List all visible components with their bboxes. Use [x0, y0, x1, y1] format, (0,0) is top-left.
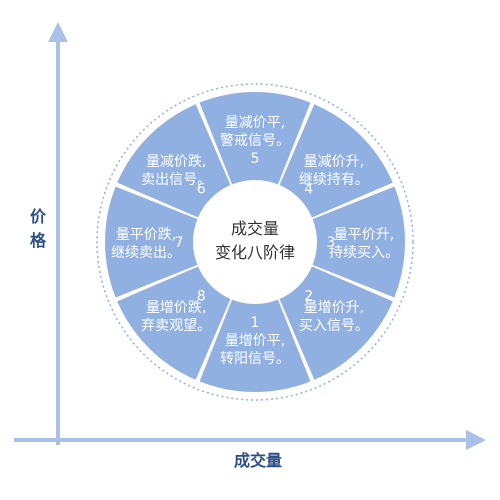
- x-axis-arrowhead: [466, 430, 486, 450]
- segment-line2: 继续持有。: [299, 171, 369, 188]
- segment-wedge: [199, 299, 311, 392]
- y-axis-label-char-2: 格: [30, 231, 47, 250]
- segment-line2: 卖出信号。: [141, 172, 211, 188]
- segment-line1: 量平价升,: [334, 227, 394, 243]
- segment-2: 量增价升, 买入信号。 2: [279, 266, 393, 380]
- segment-line1: 量减价跌,: [146, 154, 206, 170]
- axes: 价 格 成交量: [14, 22, 486, 470]
- segment-line2: 持续买入。: [329, 244, 399, 261]
- segment-number: 3: [327, 235, 336, 251]
- segment-wedge: [199, 92, 311, 185]
- segment-number: 7: [175, 235, 184, 251]
- y-axis-arrowhead: [48, 22, 68, 42]
- segment-wedge: [117, 266, 231, 380]
- segment-number: 5: [251, 151, 260, 167]
- segment-line1: 量减价升,: [304, 154, 364, 170]
- segment-line2: 转阳信号。: [220, 351, 290, 367]
- segment-wedge: [312, 186, 405, 298]
- segment-number: 4: [304, 181, 313, 197]
- y-axis-label-char-1: 价: [30, 207, 47, 226]
- segment-number: 6: [197, 181, 206, 197]
- segment-number: 1: [251, 315, 260, 331]
- segment-4: 量减价升,继续持有。4: [279, 104, 393, 218]
- segment-line2: 买入信号。: [299, 318, 369, 334]
- x-axis-label: 成交量: [234, 451, 282, 470]
- segment-7: 量平价跌,继续卖出。7: [105, 186, 198, 298]
- center-circle: [199, 186, 311, 298]
- segment-line2: 警戒信号。: [220, 133, 290, 149]
- segment-6: 量减价跌, 卖出信号。6: [117, 104, 231, 218]
- segment-wedge: [279, 104, 393, 218]
- segment-line1: 量增价跌,: [146, 300, 206, 316]
- segment-line1: 量减价平,: [225, 115, 285, 131]
- segment-3: 量平价升,持续买入。3: [312, 186, 405, 298]
- segment-number: 2: [304, 289, 313, 305]
- segment-wedge: [105, 186, 198, 298]
- segment-wedge: [279, 266, 393, 380]
- segment-line1: 量平价跌,: [116, 227, 176, 243]
- segment-1: 1 量增价平, 转阳信号。: [199, 299, 311, 392]
- center-title-line1: 成交量: [231, 219, 279, 238]
- segment-5: 量减价平, 警戒信号。 5: [199, 92, 311, 185]
- segment-line1: 量增价升,: [304, 300, 364, 316]
- segment-line2: 弃卖观望。: [141, 318, 211, 334]
- segment-wedge: [117, 104, 231, 218]
- segment-number: 8: [197, 289, 206, 305]
- center-title-line2: 变化八阶律: [215, 243, 295, 262]
- segment-8: 量增价跌, 弃卖观望。 8: [117, 266, 231, 380]
- segment-line2: 继续卖出。: [111, 244, 181, 261]
- segment-line1: 量增价平,: [225, 333, 285, 349]
